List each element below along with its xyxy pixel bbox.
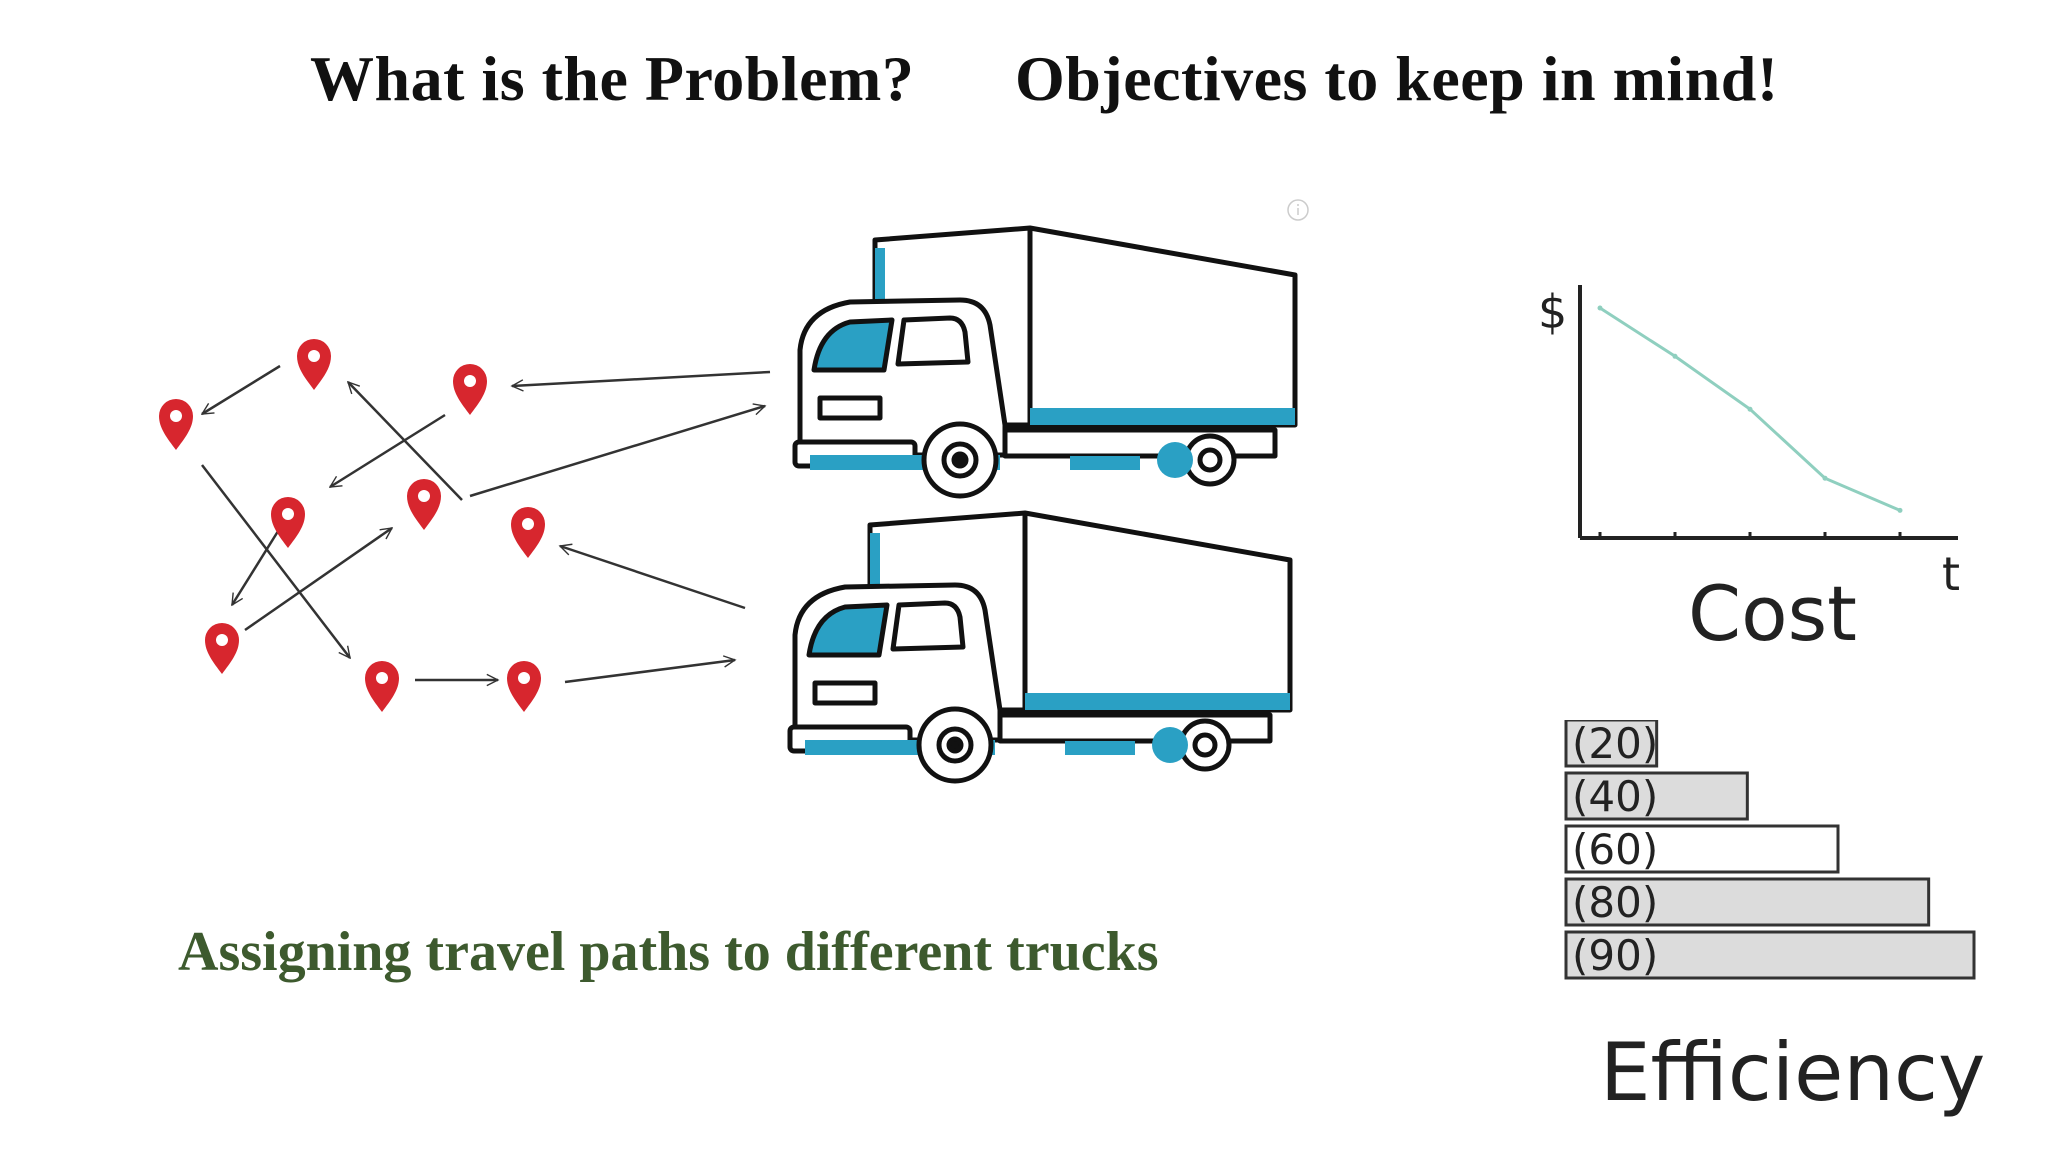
efficiency-bar xyxy=(1564,771,1749,821)
truck-icon xyxy=(792,225,1298,499)
cost-x-ticks xyxy=(1597,305,1903,538)
map-pin-icon xyxy=(205,623,239,674)
efficiency-bar-label: (90) xyxy=(1572,931,1658,980)
efficiency-bar xyxy=(1564,720,1659,768)
map-pin-icon xyxy=(511,507,545,558)
map-pin-icon xyxy=(365,661,399,712)
efficiency-bar xyxy=(1564,877,1931,927)
problem-heading: What is the Problem? xyxy=(310,43,915,114)
efficiency-bar xyxy=(1564,824,1840,874)
efficiency-bars: (20)(40)(60)(80)(90) xyxy=(1564,720,1976,980)
efficiency-bar-label: (20) xyxy=(1572,720,1658,768)
subtitle: Assigning travel paths to different truc… xyxy=(178,921,1159,983)
map-pin-icon xyxy=(507,661,541,712)
efficiency-bar-label: (60) xyxy=(1572,825,1658,874)
cost-y-axis-label: $ xyxy=(1538,285,1567,339)
cost-x-axis-label: t xyxy=(1942,547,1960,601)
map-pin-icon xyxy=(271,497,305,548)
route-map xyxy=(159,339,771,712)
cost-chart-title: Cost xyxy=(1688,569,1857,658)
info-icon[interactable] xyxy=(1286,198,1310,222)
map-pins xyxy=(159,339,545,712)
cost-chart: $ t Cost xyxy=(1538,285,1960,658)
efficiency-chart: (20)(40)(60)(80)(90) Efficiency xyxy=(1564,720,1985,1119)
efficiency-chart-title: Efficiency xyxy=(1600,1026,1985,1119)
truck-icon xyxy=(787,510,1293,784)
objectives-heading: Objectives to keep in mind! xyxy=(1015,43,1779,114)
cost-series-line xyxy=(1599,306,1901,512)
map-pin-icon xyxy=(453,364,487,415)
map-pin-icon xyxy=(159,399,193,450)
map-pin-icon xyxy=(407,479,441,530)
route-arrows xyxy=(202,364,771,682)
efficiency-bar xyxy=(1564,930,1976,980)
map-pin-icon xyxy=(297,339,331,390)
efficiency-bar-label: (80) xyxy=(1572,878,1658,927)
efficiency-bar-label: (40) xyxy=(1572,772,1658,821)
